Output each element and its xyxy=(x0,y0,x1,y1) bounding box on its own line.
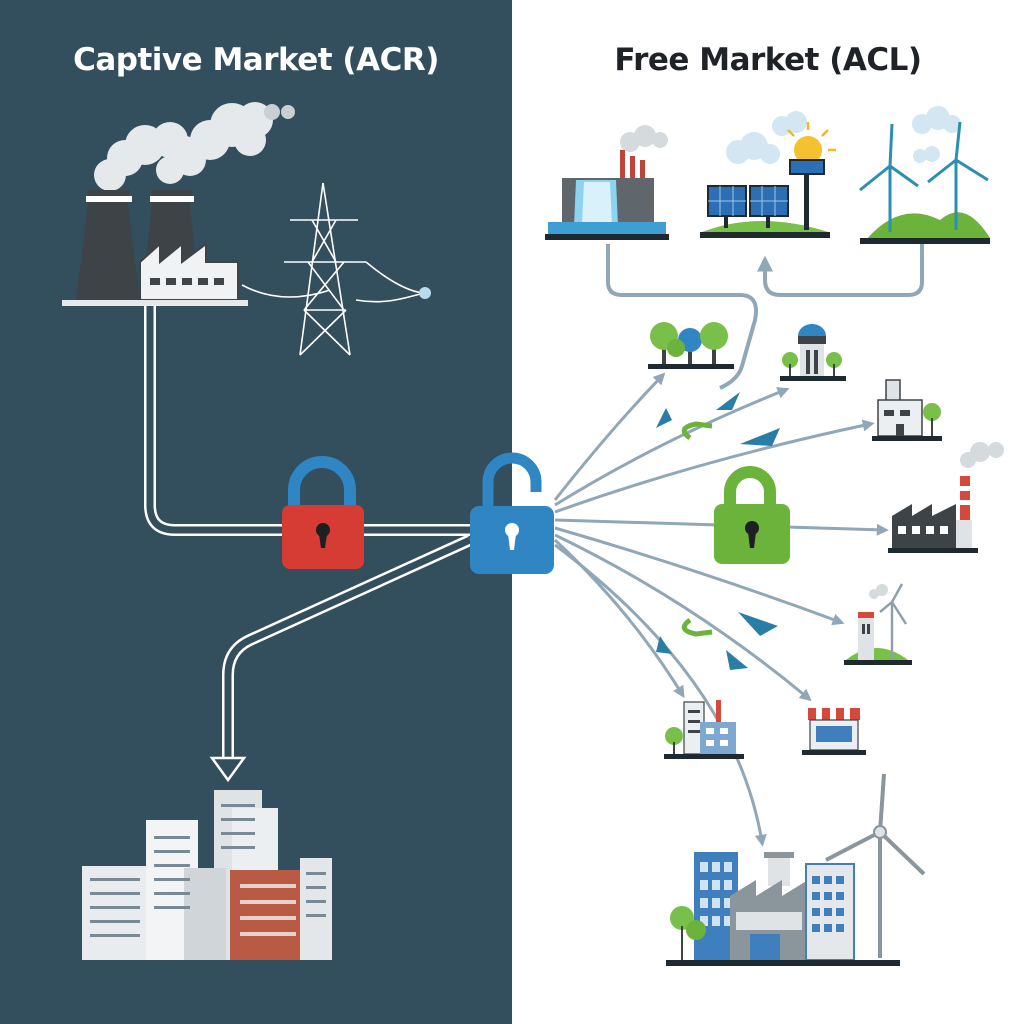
trees-icon xyxy=(648,322,734,369)
flow-arrows-green xyxy=(681,421,713,637)
shop-icon xyxy=(802,708,866,755)
red-padlock-locked-icon xyxy=(282,456,364,569)
blue-padlock-open-icon xyxy=(470,452,554,574)
transmission-tower-icon xyxy=(241,182,425,356)
captive-market-title: Captive Market (ACR) xyxy=(73,42,439,78)
small-factory-icon xyxy=(872,379,942,441)
renewable-city-icon xyxy=(666,773,926,966)
transmission-node xyxy=(419,287,431,299)
solar-farm-icon xyxy=(700,111,836,238)
wind-turbine-small-icon xyxy=(844,583,912,665)
source-connector-lines xyxy=(606,244,924,390)
wind-farm-icon xyxy=(859,106,990,244)
thermal-power-plant-icon xyxy=(62,102,295,306)
captive-arrow-head xyxy=(209,756,247,783)
city-buildings-icon xyxy=(82,790,332,960)
office-building-icon xyxy=(664,700,744,759)
observatory-icon xyxy=(780,324,846,381)
green-padlock-locked-icon xyxy=(714,466,790,564)
hydro-power-plant-icon xyxy=(545,125,669,240)
free-market-title: Free Market (ACL) xyxy=(614,42,922,78)
industrial-factory-icon xyxy=(888,442,1004,553)
flow-arrows-teal xyxy=(656,392,780,670)
